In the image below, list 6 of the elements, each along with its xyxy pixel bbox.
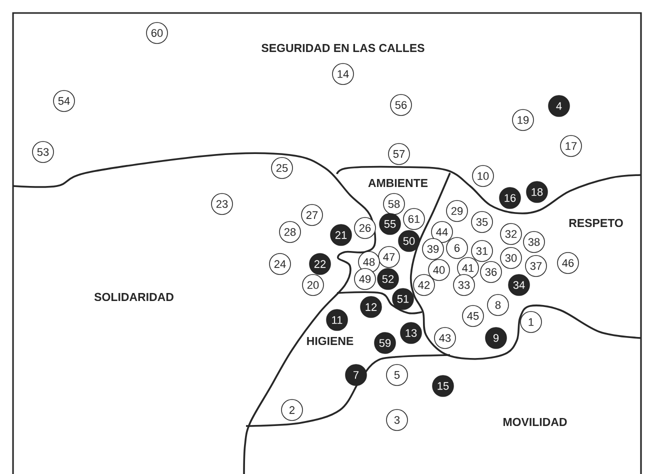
region-label: HIGIENE	[307, 336, 354, 346]
region-label: AMBIENTE	[368, 179, 428, 187]
region-label: SEGURIDAD EN LAS CALLES	[262, 44, 424, 52]
region-label: RESPETO	[569, 218, 623, 228]
region-label: SOLIDARIDAD	[94, 292, 174, 302]
region-label: MOVILIDAD	[504, 418, 567, 426]
